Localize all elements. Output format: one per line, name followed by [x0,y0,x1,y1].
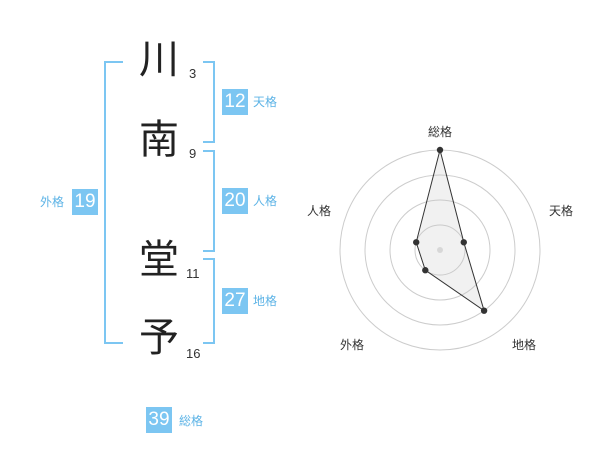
earth-value-badge: 27 [222,288,248,314]
name-char-1: 川 [139,37,179,83]
radar-axis-label-outer: 外格 [340,338,365,352]
radar-axis-label-heaven: 天格 [549,204,574,218]
outer-label: 外格 [40,195,65,209]
heaven-value-badge: 12 [222,89,248,115]
radar-ring [364,174,516,326]
radar-point-1 [436,146,444,154]
radar-axis-label-total: 総格 [428,125,453,139]
name-char-2: 南 [139,117,179,163]
earth-label: 地格 [253,294,278,308]
person-label: 人格 [253,194,278,208]
radar-ring [389,199,491,301]
earth-bracket [203,258,215,344]
stroke-count-1: 3 [189,66,197,81]
radar-point-4 [422,267,429,274]
total-value-badge: 39 [146,407,172,433]
stroke-count-3: 11 [186,266,200,281]
stroke-count-4: 16 [186,346,201,361]
total-label: 総格 [179,414,204,428]
radar-point-5 [413,239,420,246]
heaven-label: 天格 [253,95,278,109]
radar-series-polygon [415,149,485,312]
radar-center [437,247,443,253]
name-char-4: 予 [139,315,179,361]
radar-axis-label-earth: 地格 [512,338,537,352]
stroke-count-2: 9 [189,146,197,161]
outer-bracket [104,61,123,344]
heaven-bracket [203,61,215,143]
radar-point-3 [480,307,488,314]
radar-axis-label-person: 人格 [307,204,332,218]
radar-point-2 [460,239,467,246]
radar-ring [414,224,466,276]
name-char-3: 堂 [139,237,179,283]
person-value-badge: 20 [222,188,248,214]
person-bracket [203,150,215,252]
outer-value-badge: 19 [72,189,98,215]
